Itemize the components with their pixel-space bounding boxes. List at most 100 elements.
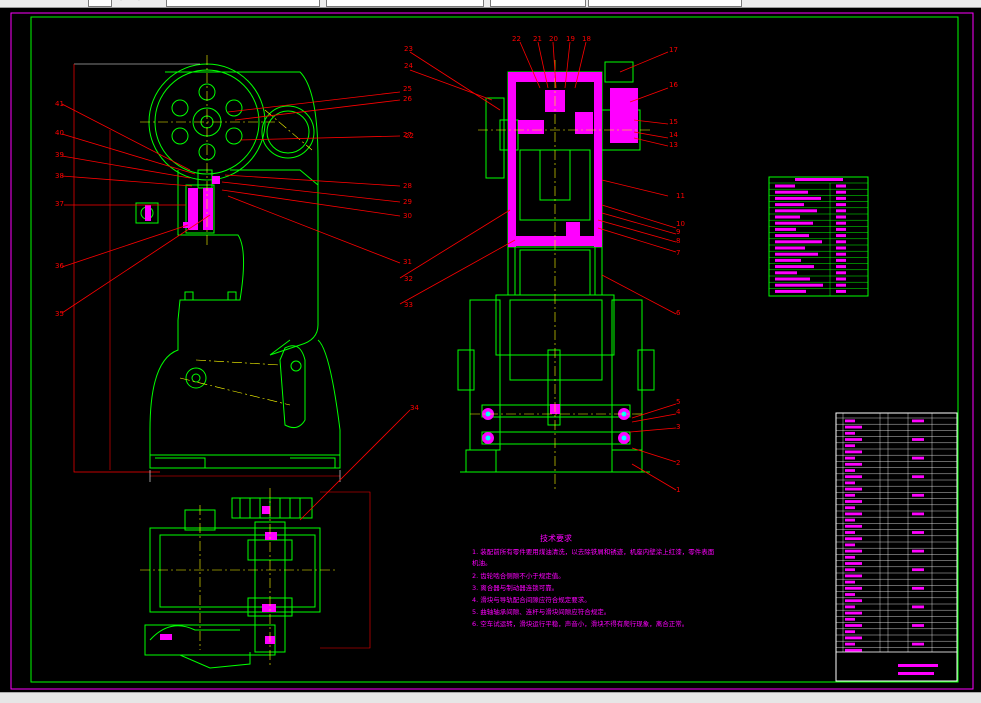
svg-text:29: 29 bbox=[403, 198, 412, 206]
bom-row-code bbox=[912, 475, 924, 479]
param-row-value bbox=[836, 184, 846, 188]
bom-row-text bbox=[845, 512, 862, 516]
param-row-text bbox=[775, 227, 796, 231]
layer-dropdown[interactable] bbox=[166, 0, 320, 7]
bom-row-text bbox=[845, 481, 855, 485]
bom-table bbox=[835, 412, 958, 682]
svg-text:3: 3 bbox=[676, 423, 680, 431]
svg-text:22: 22 bbox=[512, 35, 521, 43]
param-row-text bbox=[775, 258, 801, 262]
svg-text:10: 10 bbox=[676, 220, 685, 228]
bom-row-text bbox=[845, 642, 855, 646]
param-row-text bbox=[775, 184, 795, 188]
side-centerlines bbox=[470, 60, 650, 490]
linetype-dropdown[interactable] bbox=[490, 0, 586, 7]
param-row-value bbox=[836, 227, 846, 231]
bom-row-code bbox=[912, 531, 924, 534]
param-row-value bbox=[836, 240, 846, 244]
sheet-border bbox=[10, 12, 974, 690]
toolbar-field[interactable] bbox=[88, 0, 112, 7]
svg-text:26: 26 bbox=[403, 95, 412, 103]
bom-row-text bbox=[845, 506, 855, 510]
param-row-value bbox=[836, 277, 846, 281]
bom-row-code bbox=[912, 586, 924, 590]
front-centerlines bbox=[140, 55, 313, 406]
top-view bbox=[144, 491, 371, 669]
param-row-text bbox=[775, 246, 805, 250]
tech-title: 技术要求 bbox=[540, 533, 572, 543]
bom-row-text bbox=[845, 450, 862, 454]
status-bar bbox=[0, 692, 981, 703]
svg-text:8: 8 bbox=[676, 237, 680, 245]
svg-text:9: 9 bbox=[676, 228, 680, 236]
bom-row-text bbox=[845, 493, 855, 497]
lineweight-dropdown[interactable] bbox=[588, 0, 742, 7]
param-row-value bbox=[836, 215, 846, 219]
param-row-value bbox=[836, 234, 846, 238]
param-row-text bbox=[775, 289, 806, 293]
bom-row-text bbox=[845, 611, 862, 615]
front-leaders bbox=[61, 91, 401, 314]
param-row-text bbox=[775, 203, 804, 207]
undo-icon[interactable]: ↶ bbox=[118, 0, 127, 5]
svg-text:37: 37 bbox=[55, 200, 64, 208]
bom-row-code bbox=[912, 605, 924, 609]
svg-text:30: 30 bbox=[403, 212, 412, 220]
svg-text:36: 36 bbox=[55, 262, 64, 270]
param-row-text bbox=[775, 283, 823, 287]
param-header bbox=[795, 178, 843, 181]
svg-text:28: 28 bbox=[403, 182, 412, 190]
svg-text:25: 25 bbox=[403, 85, 412, 93]
svg-text:19: 19 bbox=[566, 35, 575, 43]
bom-row-text bbox=[845, 624, 862, 627]
color-dropdown[interactable] bbox=[326, 0, 484, 7]
svg-text:5: 5 bbox=[676, 398, 680, 406]
drawing-frame bbox=[30, 16, 959, 683]
bom-row-text bbox=[845, 574, 862, 578]
tech-note: 3. 离合器与制动器连锁可靠。 bbox=[472, 583, 558, 592]
front-view bbox=[73, 63, 341, 482]
svg-text:4: 4 bbox=[676, 408, 681, 416]
bom-row-code bbox=[912, 456, 924, 460]
param-row-text bbox=[775, 252, 818, 256]
bom-row-text bbox=[845, 636, 862, 640]
tech-note: 2. 齿轮啮合侧隙不小于规定值。 bbox=[472, 571, 565, 580]
bom-row-text bbox=[845, 580, 855, 584]
bom-row-code bbox=[912, 568, 924, 572]
param-row-text bbox=[775, 190, 808, 194]
bom-row-code bbox=[912, 493, 924, 497]
svg-text:7: 7 bbox=[676, 249, 680, 257]
svg-text:1: 1 bbox=[676, 486, 680, 494]
param-row-text bbox=[775, 277, 810, 281]
tech-note: 4. 滑块与导轨配合间隙应符合规定要求。 bbox=[472, 595, 591, 604]
tech-notes: 1. 装配前所有零件要用煤油清洗，以去除铁屑和锈迹，机座内壁涂上红漆，零件表面 … bbox=[472, 547, 715, 628]
redo-icon[interactable]: ↷ bbox=[133, 0, 142, 5]
svg-text:32: 32 bbox=[404, 275, 413, 283]
bom-row-text bbox=[845, 469, 855, 472]
bom-row-code bbox=[912, 624, 924, 627]
bom-row-code bbox=[912, 438, 924, 441]
bom-row-text bbox=[845, 593, 855, 596]
title-block-name bbox=[898, 664, 938, 667]
parameter-table bbox=[768, 176, 869, 297]
svg-text:2: 2 bbox=[676, 459, 680, 467]
svg-text:17: 17 bbox=[669, 46, 678, 54]
bom-row-text bbox=[845, 438, 862, 441]
bom-row-text bbox=[845, 537, 862, 541]
svg-text:27: 27 bbox=[403, 131, 412, 139]
bom-row-text bbox=[845, 431, 855, 435]
bom-row-text bbox=[845, 555, 855, 559]
bom-row-code bbox=[912, 419, 924, 423]
param-row-value bbox=[836, 258, 846, 262]
bom-row-text bbox=[845, 524, 862, 528]
param-row-text bbox=[775, 265, 814, 269]
param-row-text bbox=[775, 215, 800, 219]
svg-text:35: 35 bbox=[55, 310, 64, 318]
param-row-text bbox=[775, 221, 813, 225]
bom-row-text bbox=[845, 549, 862, 553]
bom-row-text bbox=[845, 500, 862, 503]
bom-row-text bbox=[845, 518, 855, 522]
param-row-value bbox=[836, 209, 846, 213]
svg-text:14: 14 bbox=[669, 131, 678, 139]
